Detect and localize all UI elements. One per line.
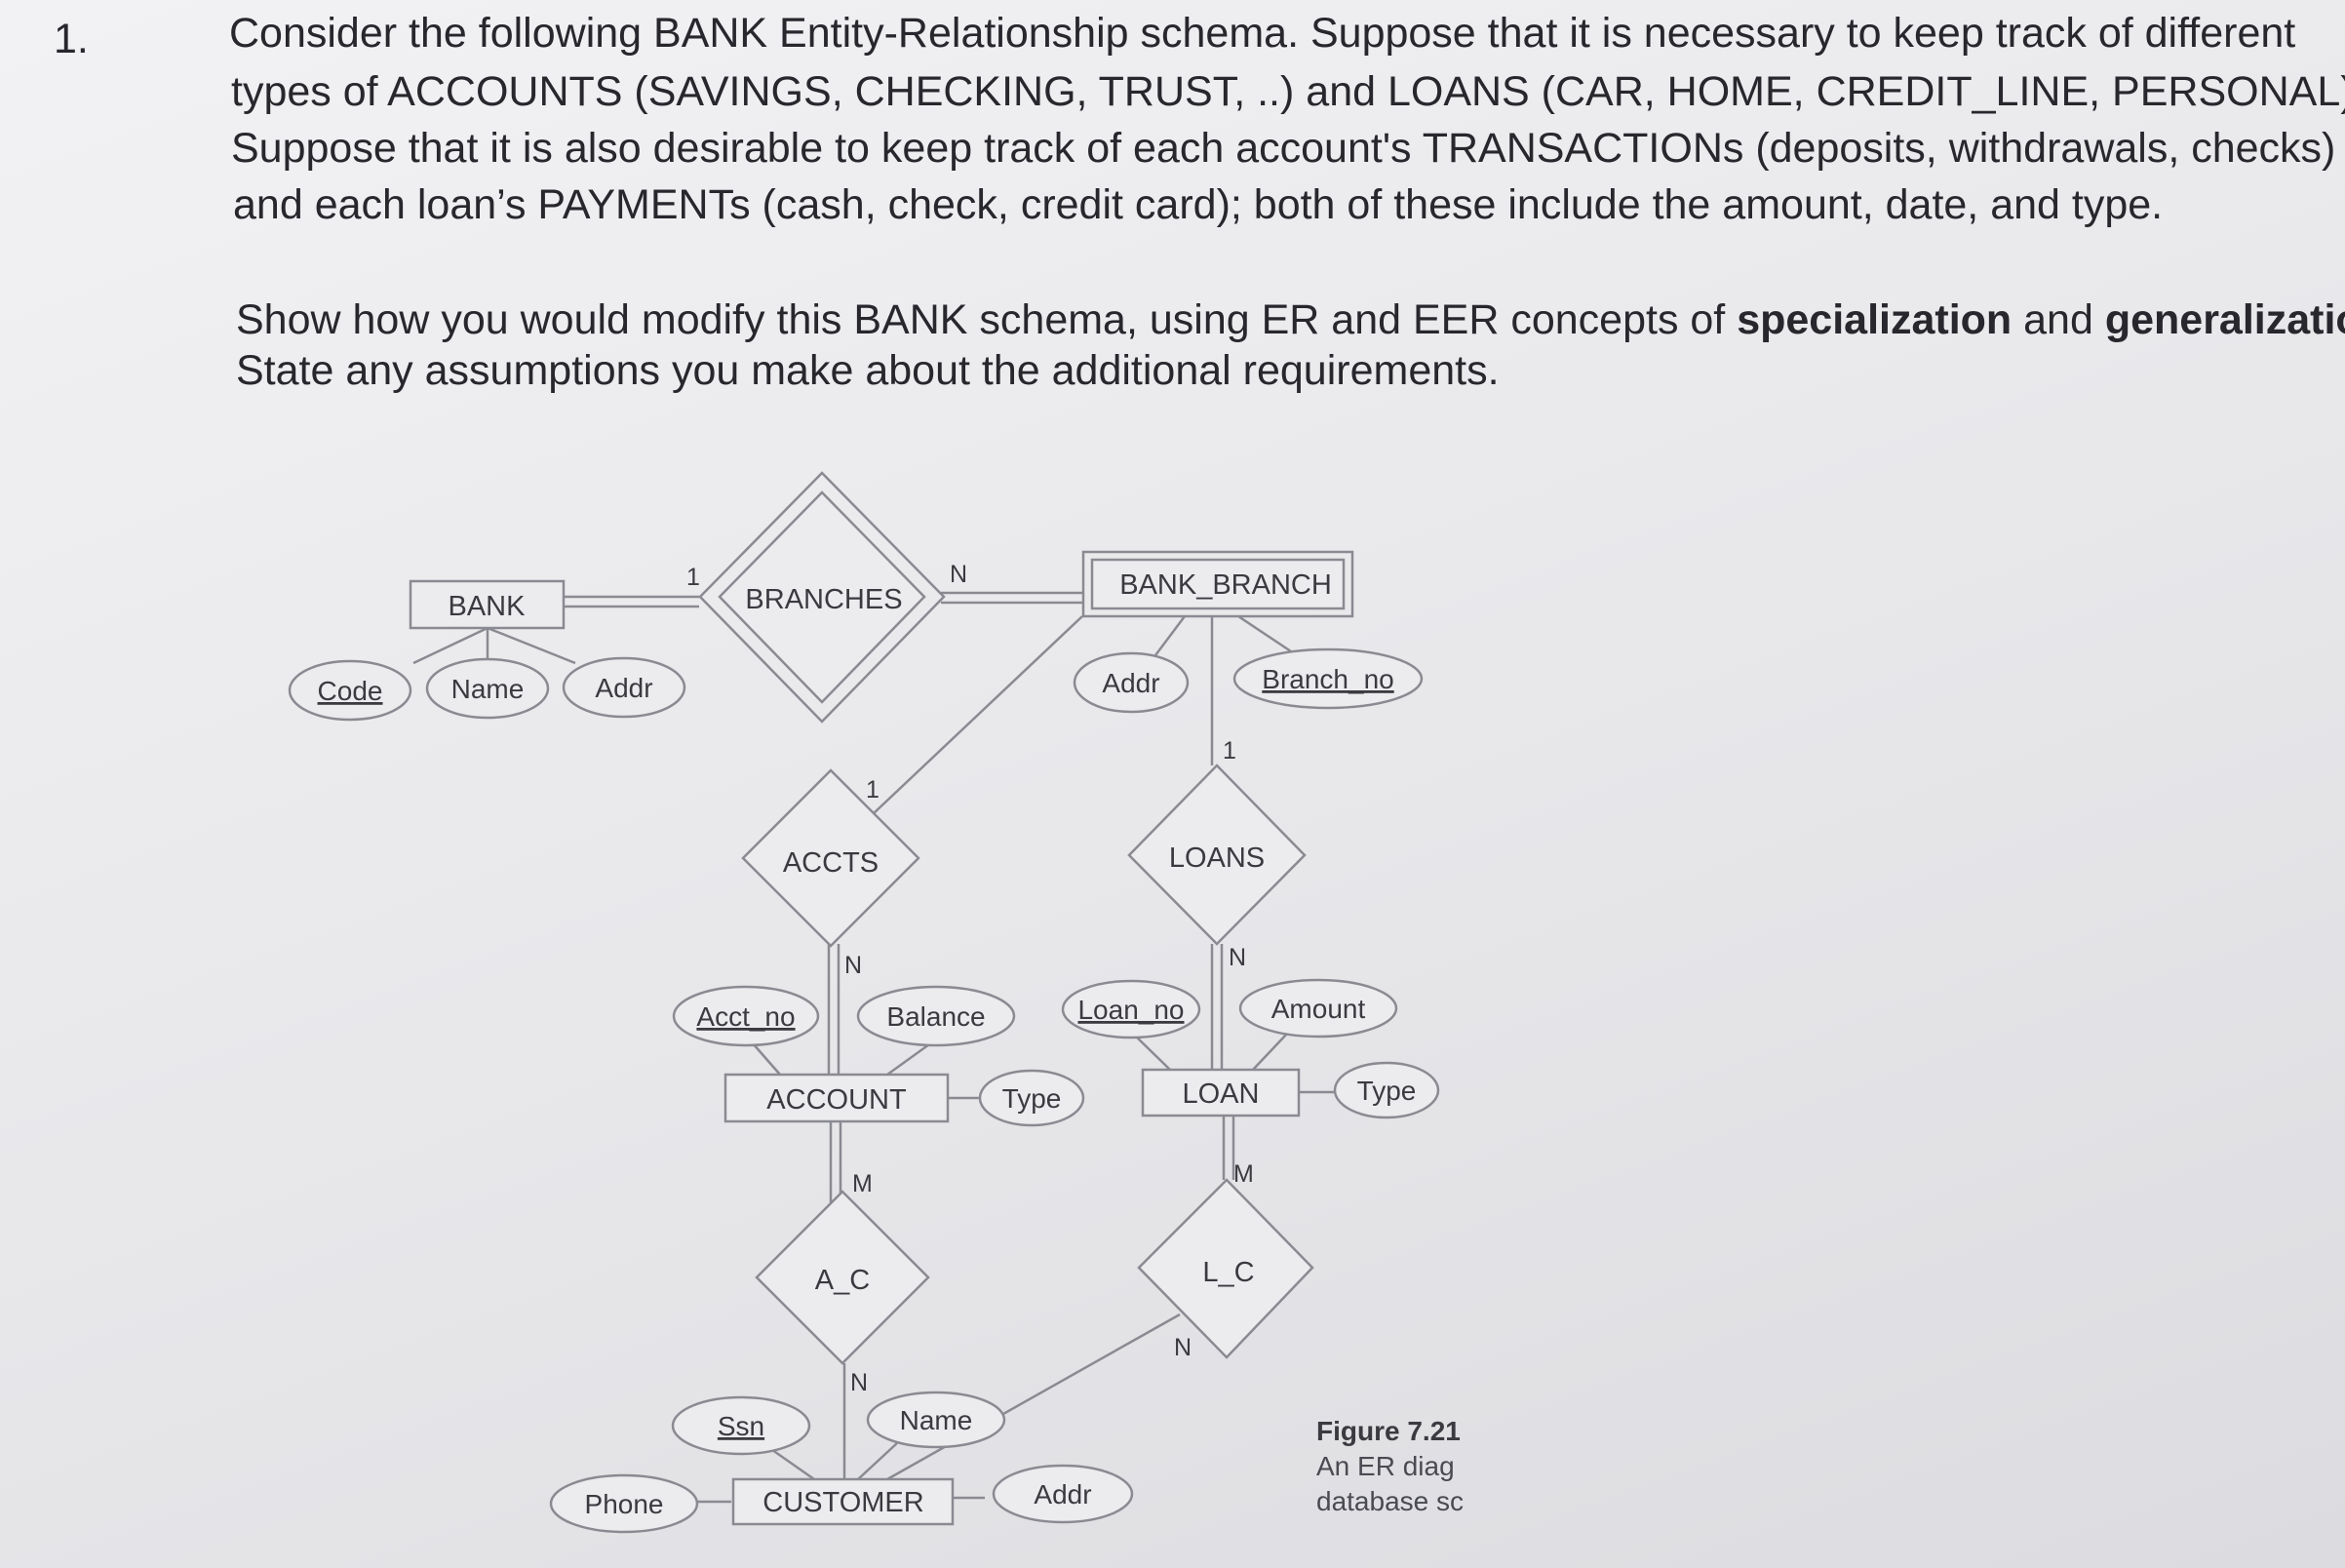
entity-bank-box: [409, 579, 566, 630]
card-loans-branch: 1: [1223, 737, 1236, 764]
figure-caption-line-1: An ER diag: [1316, 1451, 1455, 1481]
attr-ssn-label: Ssn: [718, 1411, 764, 1441]
relationship-accts-label: ACCTS: [783, 847, 879, 879]
attr-acct-no: [672, 985, 820, 1047]
card-bank-branches: 1: [686, 564, 700, 591]
entity-customer-label: CUSTOMER: [762, 1487, 923, 1518]
card-ac-customer: N: [850, 1369, 868, 1396]
figure-title: Figure 7.21: [1316, 1416, 1461, 1446]
attr-loan-no: [1061, 979, 1201, 1039]
attr-phone: [549, 1473, 699, 1534]
attr-bank-name-label: Name: [451, 674, 525, 704]
entity-account-label: ACCOUNT: [766, 1084, 907, 1116]
attr-customer-addr-label: Addr: [1034, 1479, 1091, 1509]
question-number: 1.: [54, 16, 89, 62]
question-line-3: Suppose that it is also desirable to kee…: [231, 125, 2336, 172]
relationship-branches-outer: [698, 471, 946, 724]
entity-loan-box: [1141, 1068, 1301, 1117]
question-line-6: State any assumptions you make about the…: [236, 347, 1500, 394]
card-accts-branch: 1: [866, 776, 879, 804]
relationship-loans-diamond: [1127, 764, 1307, 946]
relationship-a-c-diamond: [755, 1190, 930, 1365]
attr-branch-no: [1232, 647, 1424, 710]
card-branches-branch: N: [950, 561, 967, 588]
relationship-loans: LOANS: [1127, 764, 1307, 946]
attr-phone-label: Phone: [585, 1489, 664, 1519]
attr-bank-code: [288, 659, 412, 722]
attr-loan-type-label: Type: [1357, 1076, 1417, 1106]
attr-bank-addr: [562, 656, 686, 719]
attr-acct-no-label: Acct_no: [696, 1001, 795, 1032]
entity-bank-branch: BANK_BRANCH: [1081, 550, 1354, 618]
attr-branch-addr-label: Addr: [1102, 668, 1159, 698]
card-loans-loan: N: [1229, 944, 1246, 971]
attr-balance: [856, 985, 1016, 1047]
relationship-accts: ACCTS: [741, 768, 920, 948]
question-line-5: Show how you would modify this BANK sche…: [236, 293, 2345, 348]
attr-loan-type: [1333, 1061, 1440, 1119]
entity-bank-branch-outer: [1081, 550, 1354, 618]
relationship-loans-label: LOANS: [1169, 843, 1265, 874]
entity-account: ACCOUNT: [723, 1073, 950, 1123]
question-line-5-mid: and: [2012, 296, 2105, 343]
attr-branch-addr: [1073, 651, 1190, 714]
card-lc-loan: M: [1233, 1160, 1254, 1188]
question-line-2: types of ACCOUNTS (SAVINGS, CHECKING, TR…: [231, 68, 2345, 115]
specialization-term: specialization: [1737, 296, 2013, 343]
entity-bank-branch-label: BANK_BRANCH: [1119, 569, 1332, 601]
relationship-l-c-diamond: [1137, 1178, 1314, 1359]
connector-lines: [412, 591, 1341, 1504]
entity-account-box: [723, 1073, 950, 1123]
card-accts-account: N: [844, 952, 862, 979]
entity-bank: BANK: [409, 579, 566, 630]
attr-amount: [1238, 978, 1398, 1039]
attribute-ovals: [288, 647, 1440, 1534]
entity-loan: LOAN: [1141, 1068, 1301, 1117]
figure-caption-line-2: database sc: [1316, 1486, 1464, 1516]
attr-branch-no-label: Branch_no: [1262, 664, 1393, 694]
entity-customer: CUSTOMER: [731, 1477, 955, 1526]
relationship-accts-diamond: [741, 768, 920, 948]
question-line-1: Consider the following BANK Entity-Relat…: [229, 10, 2296, 57]
attr-customer-addr: [992, 1464, 1134, 1524]
generalization-term: generalization: [2104, 296, 2345, 343]
entity-bank-branch-box: [1090, 558, 1346, 610]
attr-ssn: [671, 1395, 811, 1456]
attr-account-type: [978, 1069, 1085, 1127]
relationship-a-c-label: A_C: [815, 1265, 870, 1296]
attr-bank-name: [425, 657, 550, 720]
attr-amount-label: Amount: [1271, 994, 1366, 1024]
attr-customer-name: [866, 1391, 1006, 1449]
attr-bank-code-label: Code: [318, 676, 383, 706]
card-ac-account: M: [852, 1170, 873, 1197]
question-line-5-start: Show how you would modify this BANK sche…: [236, 296, 1738, 343]
entity-bank-label: BANK: [449, 591, 527, 622]
attr-loan-no-label: Loan_no: [1077, 995, 1184, 1025]
relationship-l-c-label: L_C: [1202, 1257, 1254, 1288]
relationship-branches: BRANCHES: [698, 471, 946, 724]
attr-account-type-label: Type: [1002, 1083, 1062, 1114]
relationship-a-c: A_C: [755, 1190, 930, 1365]
attr-balance-label: Balance: [886, 1001, 985, 1032]
attr-customer-name-label: Name: [900, 1405, 973, 1435]
attr-bank-addr-label: Addr: [595, 673, 652, 703]
relationship-l-c: L_C: [1137, 1178, 1314, 1359]
attribute-labels: Code Name Addr Addr Branch_no Acct_no Ba…: [318, 664, 1417, 1519]
entity-customer-box: [731, 1477, 955, 1526]
figure-caption: Figure 7.21 An ER diag database sc: [1316, 1414, 1464, 1519]
cardinality-labels: 1 N 1 N 1 N M N M N: [686, 561, 1254, 1396]
relationship-branches-label: BRANCHES: [745, 584, 902, 615]
relationship-branches-inner: [718, 490, 926, 704]
card-lc-customer: N: [1174, 1334, 1192, 1361]
entity-loan-label: LOAN: [1183, 1078, 1260, 1110]
question-line-4: and each loan’s PAYMENTs (cash, check, c…: [233, 181, 2164, 228]
